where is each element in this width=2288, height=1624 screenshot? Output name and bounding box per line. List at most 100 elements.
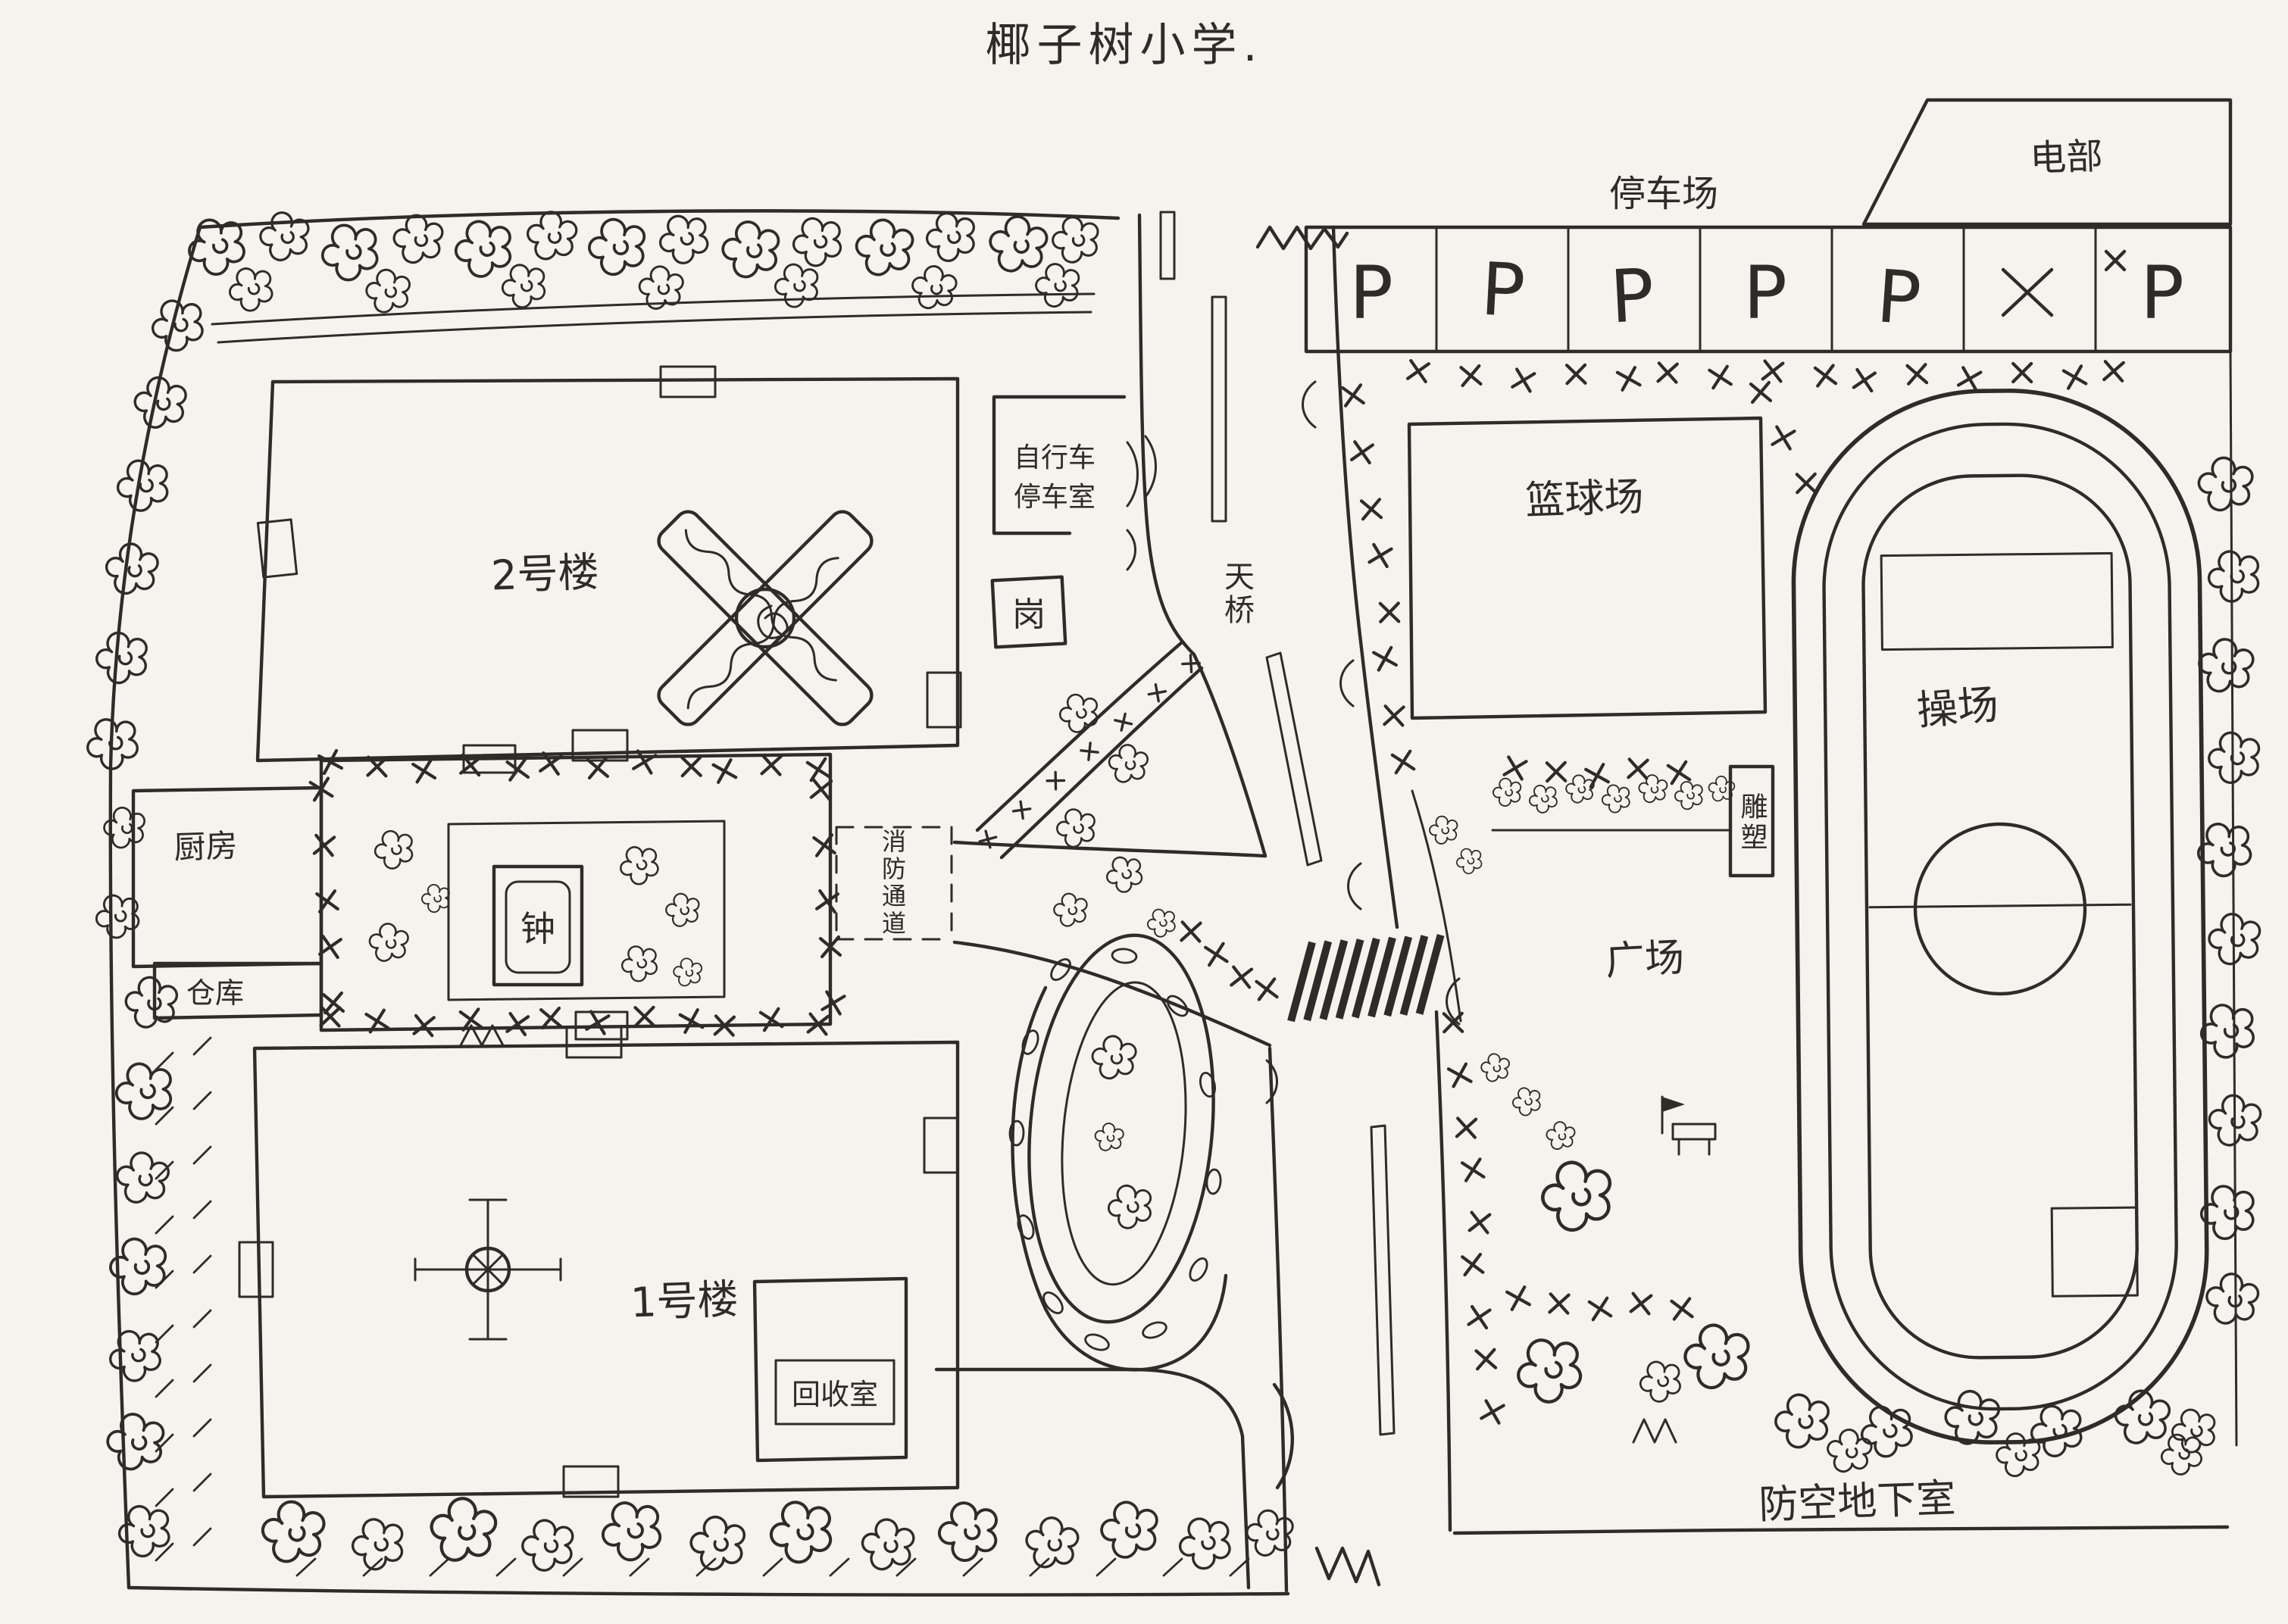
grass-mark <box>1096 1557 1117 1577</box>
bell-label: 钟 <box>520 908 555 949</box>
grass-mark <box>155 1542 174 1562</box>
building-1-entrance <box>562 1465 620 1498</box>
fence-x-icon <box>1512 369 1534 391</box>
fence-x-icon <box>1449 1064 1471 1087</box>
fence-x-icon <box>636 1007 654 1026</box>
tree-icon <box>426 1494 499 1567</box>
curb-arc <box>1347 862 1362 910</box>
tree-icon <box>521 1519 574 1572</box>
sports-field: 操场 <box>1791 389 2209 1444</box>
basketball-court: 篮球场 <box>1407 416 1768 720</box>
x-structure <box>657 510 874 726</box>
tree-icon <box>1454 845 1485 876</box>
fence-x-icon <box>324 993 343 1013</box>
building-2: 2号楼 <box>255 365 962 763</box>
post-building-outline <box>1861 98 2233 226</box>
fence-x-icon <box>1205 944 1227 965</box>
road-west-edge-lower <box>1267 1046 1289 1593</box>
fence-x-icon <box>1256 979 1277 999</box>
parking-stall-p: P <box>1874 254 1924 342</box>
boundary-bottom-left <box>127 1585 1290 1597</box>
tree-icon <box>372 828 416 872</box>
fence-x-icon <box>1958 367 1980 389</box>
tree-icon <box>258 211 311 263</box>
grass-mark <box>429 1557 450 1577</box>
tree-icon <box>1099 1500 1159 1560</box>
plaza: 广场 雕塑 <box>1491 764 1775 1444</box>
building-2-entrance <box>926 671 962 729</box>
fence-x-icon <box>680 1010 703 1032</box>
fence-x-icon <box>1481 1401 1503 1423</box>
grass-mark <box>829 1557 850 1577</box>
gate-zigzag-bottom <box>1314 1546 1381 1587</box>
bike-shed-outline <box>992 395 1127 536</box>
fence-x-icon <box>808 759 829 780</box>
bike-shed-label-2: 停车室 <box>1014 482 1096 513</box>
grass-mark <box>896 1557 917 1577</box>
tree-icon <box>2195 454 2255 515</box>
grass-mark <box>155 1160 174 1180</box>
tree-icon <box>924 210 977 264</box>
diagonal-path-edge-1 <box>975 640 1184 832</box>
fence-x-icon <box>1444 1013 1462 1032</box>
road-median-c <box>1370 1124 1396 1436</box>
basketball-court-outline <box>1407 416 1768 720</box>
air-raid-basement-label: 防空地下室 <box>1758 1476 1956 1528</box>
building-2-label: 2号楼 <box>490 548 599 600</box>
fence-x-icon <box>1618 367 1640 390</box>
fence-x-icon <box>1658 363 1677 382</box>
fence-x-icon <box>1668 762 1689 783</box>
recycle-room-outline <box>752 1276 908 1463</box>
tree-icon <box>104 1324 166 1387</box>
fence-x-icon <box>1815 365 1836 386</box>
tree-icon <box>618 942 661 985</box>
bench-icon <box>1671 1123 1717 1156</box>
stone-icon <box>1185 1254 1212 1285</box>
stream-line-2 <box>217 311 1092 344</box>
tree-icon <box>1105 741 1151 787</box>
tree-icon <box>1092 1120 1126 1154</box>
tree-icon <box>664 892 700 928</box>
basement-boundary-line <box>1452 1525 2230 1535</box>
path-plus-icon <box>1079 741 1100 762</box>
fence-x-icon <box>1231 967 1252 988</box>
road-entrance-post <box>1159 211 1176 280</box>
fence-x-icon <box>314 835 334 855</box>
post-building-label: 电部 <box>2029 135 2103 180</box>
fence-x-icon <box>682 757 700 776</box>
fence-x-icon <box>2104 361 2124 381</box>
fence-x-icon <box>1392 751 1414 773</box>
fence-x-icon <box>1504 757 1526 779</box>
tree-icon <box>1543 1119 1577 1153</box>
tree-icon <box>858 1515 917 1575</box>
tree-icon <box>1526 782 1560 816</box>
parking-divider <box>1435 226 2097 353</box>
fence-x-icon <box>1507 1287 1530 1310</box>
tree-icon <box>420 883 451 914</box>
building-1-outline <box>252 1040 960 1499</box>
tree-icon <box>671 956 704 988</box>
kitchen-label: 厨房 <box>173 827 239 867</box>
fence-x-icon <box>1476 1350 1496 1369</box>
tree-icon <box>364 267 412 315</box>
fence-x-icon <box>1384 706 1403 725</box>
warehouse-outline <box>152 961 324 1020</box>
fence-x-icon <box>1408 361 1429 382</box>
bell-pavilion: 钟 <box>492 864 584 987</box>
fence-x-icon <box>811 779 831 799</box>
grass-mark <box>155 1106 174 1126</box>
fence-x-icon <box>1470 1213 1490 1233</box>
fence-x-icon <box>822 992 844 1013</box>
track-inner-ring <box>1822 422 2178 1411</box>
tree-icon <box>1493 777 1522 807</box>
field-outline <box>1861 473 2139 1360</box>
road-east-edge-upper <box>1331 225 1399 929</box>
tree-icon <box>499 261 549 311</box>
tree-icon <box>1511 1332 1586 1407</box>
tree-icon <box>1636 773 1669 805</box>
grass-mark <box>192 1527 212 1547</box>
tree-icon <box>615 842 663 889</box>
tree-icon <box>2193 634 2258 698</box>
garden-outline <box>319 752 833 1032</box>
fence-x-icon <box>507 1013 528 1035</box>
